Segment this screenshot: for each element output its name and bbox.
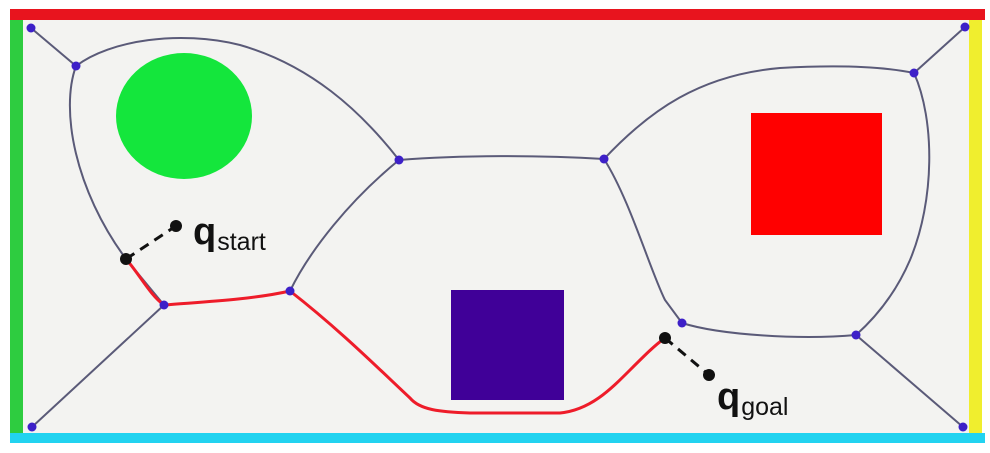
start-label-sub: start <box>217 228 266 256</box>
roadmap-edges <box>30 26 966 428</box>
goal-label-sub: goal <box>741 393 788 421</box>
red-square-obstacle <box>751 113 882 235</box>
vertex <box>285 286 295 296</box>
vertex <box>958 422 968 432</box>
goal-label: qgoal <box>717 376 788 421</box>
purple-square-obstacle <box>451 290 564 400</box>
goal-point <box>703 369 715 381</box>
planned-path <box>124 258 666 415</box>
edge-middle-top <box>398 155 605 161</box>
edge-circle-right <box>289 159 400 292</box>
edge-red-right <box>855 72 931 336</box>
edge-circle-top <box>75 37 400 161</box>
top-wall <box>10 9 985 20</box>
bottom-wall <box>10 433 985 443</box>
goal-connector <box>664 336 710 377</box>
vertex <box>26 23 36 33</box>
start-label: qstart <box>193 211 266 256</box>
left-wall <box>10 20 23 433</box>
vertex <box>159 300 169 310</box>
edge-red-bottom <box>681 322 857 338</box>
roadmap-vertices <box>26 22 970 432</box>
edge-corner-br <box>855 334 964 428</box>
circle-obstacle <box>116 53 252 179</box>
right-wall <box>969 20 982 433</box>
edge-circle-left <box>68 65 127 260</box>
vertex <box>960 22 970 32</box>
vertex <box>677 318 687 328</box>
edge-corner-tl <box>30 27 77 67</box>
edge-middle-right <box>603 158 683 324</box>
edge-corner-bl <box>31 304 165 428</box>
vertex <box>71 61 81 71</box>
vertex <box>599 154 609 164</box>
start-point <box>170 220 182 232</box>
edge-corner-tr <box>913 26 966 74</box>
vertex <box>27 422 37 432</box>
vertex <box>394 155 404 165</box>
goal-label-main: q <box>717 376 740 418</box>
start-label-main: q <box>193 211 216 253</box>
start-junction <box>120 253 132 265</box>
start-connector <box>125 224 177 261</box>
vertex <box>851 330 861 340</box>
edge-red-top <box>603 65 915 160</box>
vertex <box>909 68 919 78</box>
goal-junction <box>659 332 671 344</box>
